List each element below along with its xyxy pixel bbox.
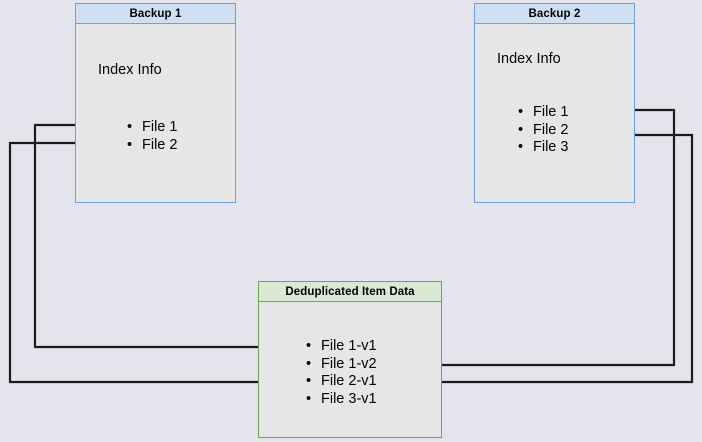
list-item[interactable]: File 3-v1 [306, 391, 377, 409]
backup-2-file-list: File 1 File 2 File 3 [518, 104, 568, 157]
backup-2-index-label: Index Info [497, 51, 561, 67]
list-item[interactable]: File 1-v2 [306, 356, 377, 374]
backup-1-box: Backup 1 Index Info File 1 File 2 [75, 3, 236, 203]
list-item[interactable]: File 1 [518, 104, 568, 122]
list-item[interactable]: File 2 [127, 137, 177, 155]
backup-1-file-list: File 1 File 2 [127, 119, 177, 154]
backup-1-index-label: Index Info [98, 62, 162, 78]
dedup-title: Deduplicated Item Data [258, 281, 442, 302]
list-item[interactable]: File 2-v1 [306, 373, 377, 391]
backup-1-title: Backup 1 [75, 3, 236, 24]
dedup-item-list: File 1-v1 File 1-v2 File 2-v1 File 3-v1 [306, 338, 377, 408]
backup-1-body [75, 24, 236, 203]
list-item[interactable]: File 1 [127, 119, 177, 137]
backup-2-box: Backup 2 Index Info File 1 File 2 File 3 [474, 3, 635, 203]
list-item[interactable]: File 2 [518, 122, 568, 140]
list-item[interactable]: File 1-v1 [306, 338, 377, 356]
list-item[interactable]: File 3 [518, 139, 568, 157]
deduplicated-item-data-box: Deduplicated Item Data File 1-v1 File 1-… [258, 281, 442, 438]
backup-2-title: Backup 2 [474, 3, 635, 24]
